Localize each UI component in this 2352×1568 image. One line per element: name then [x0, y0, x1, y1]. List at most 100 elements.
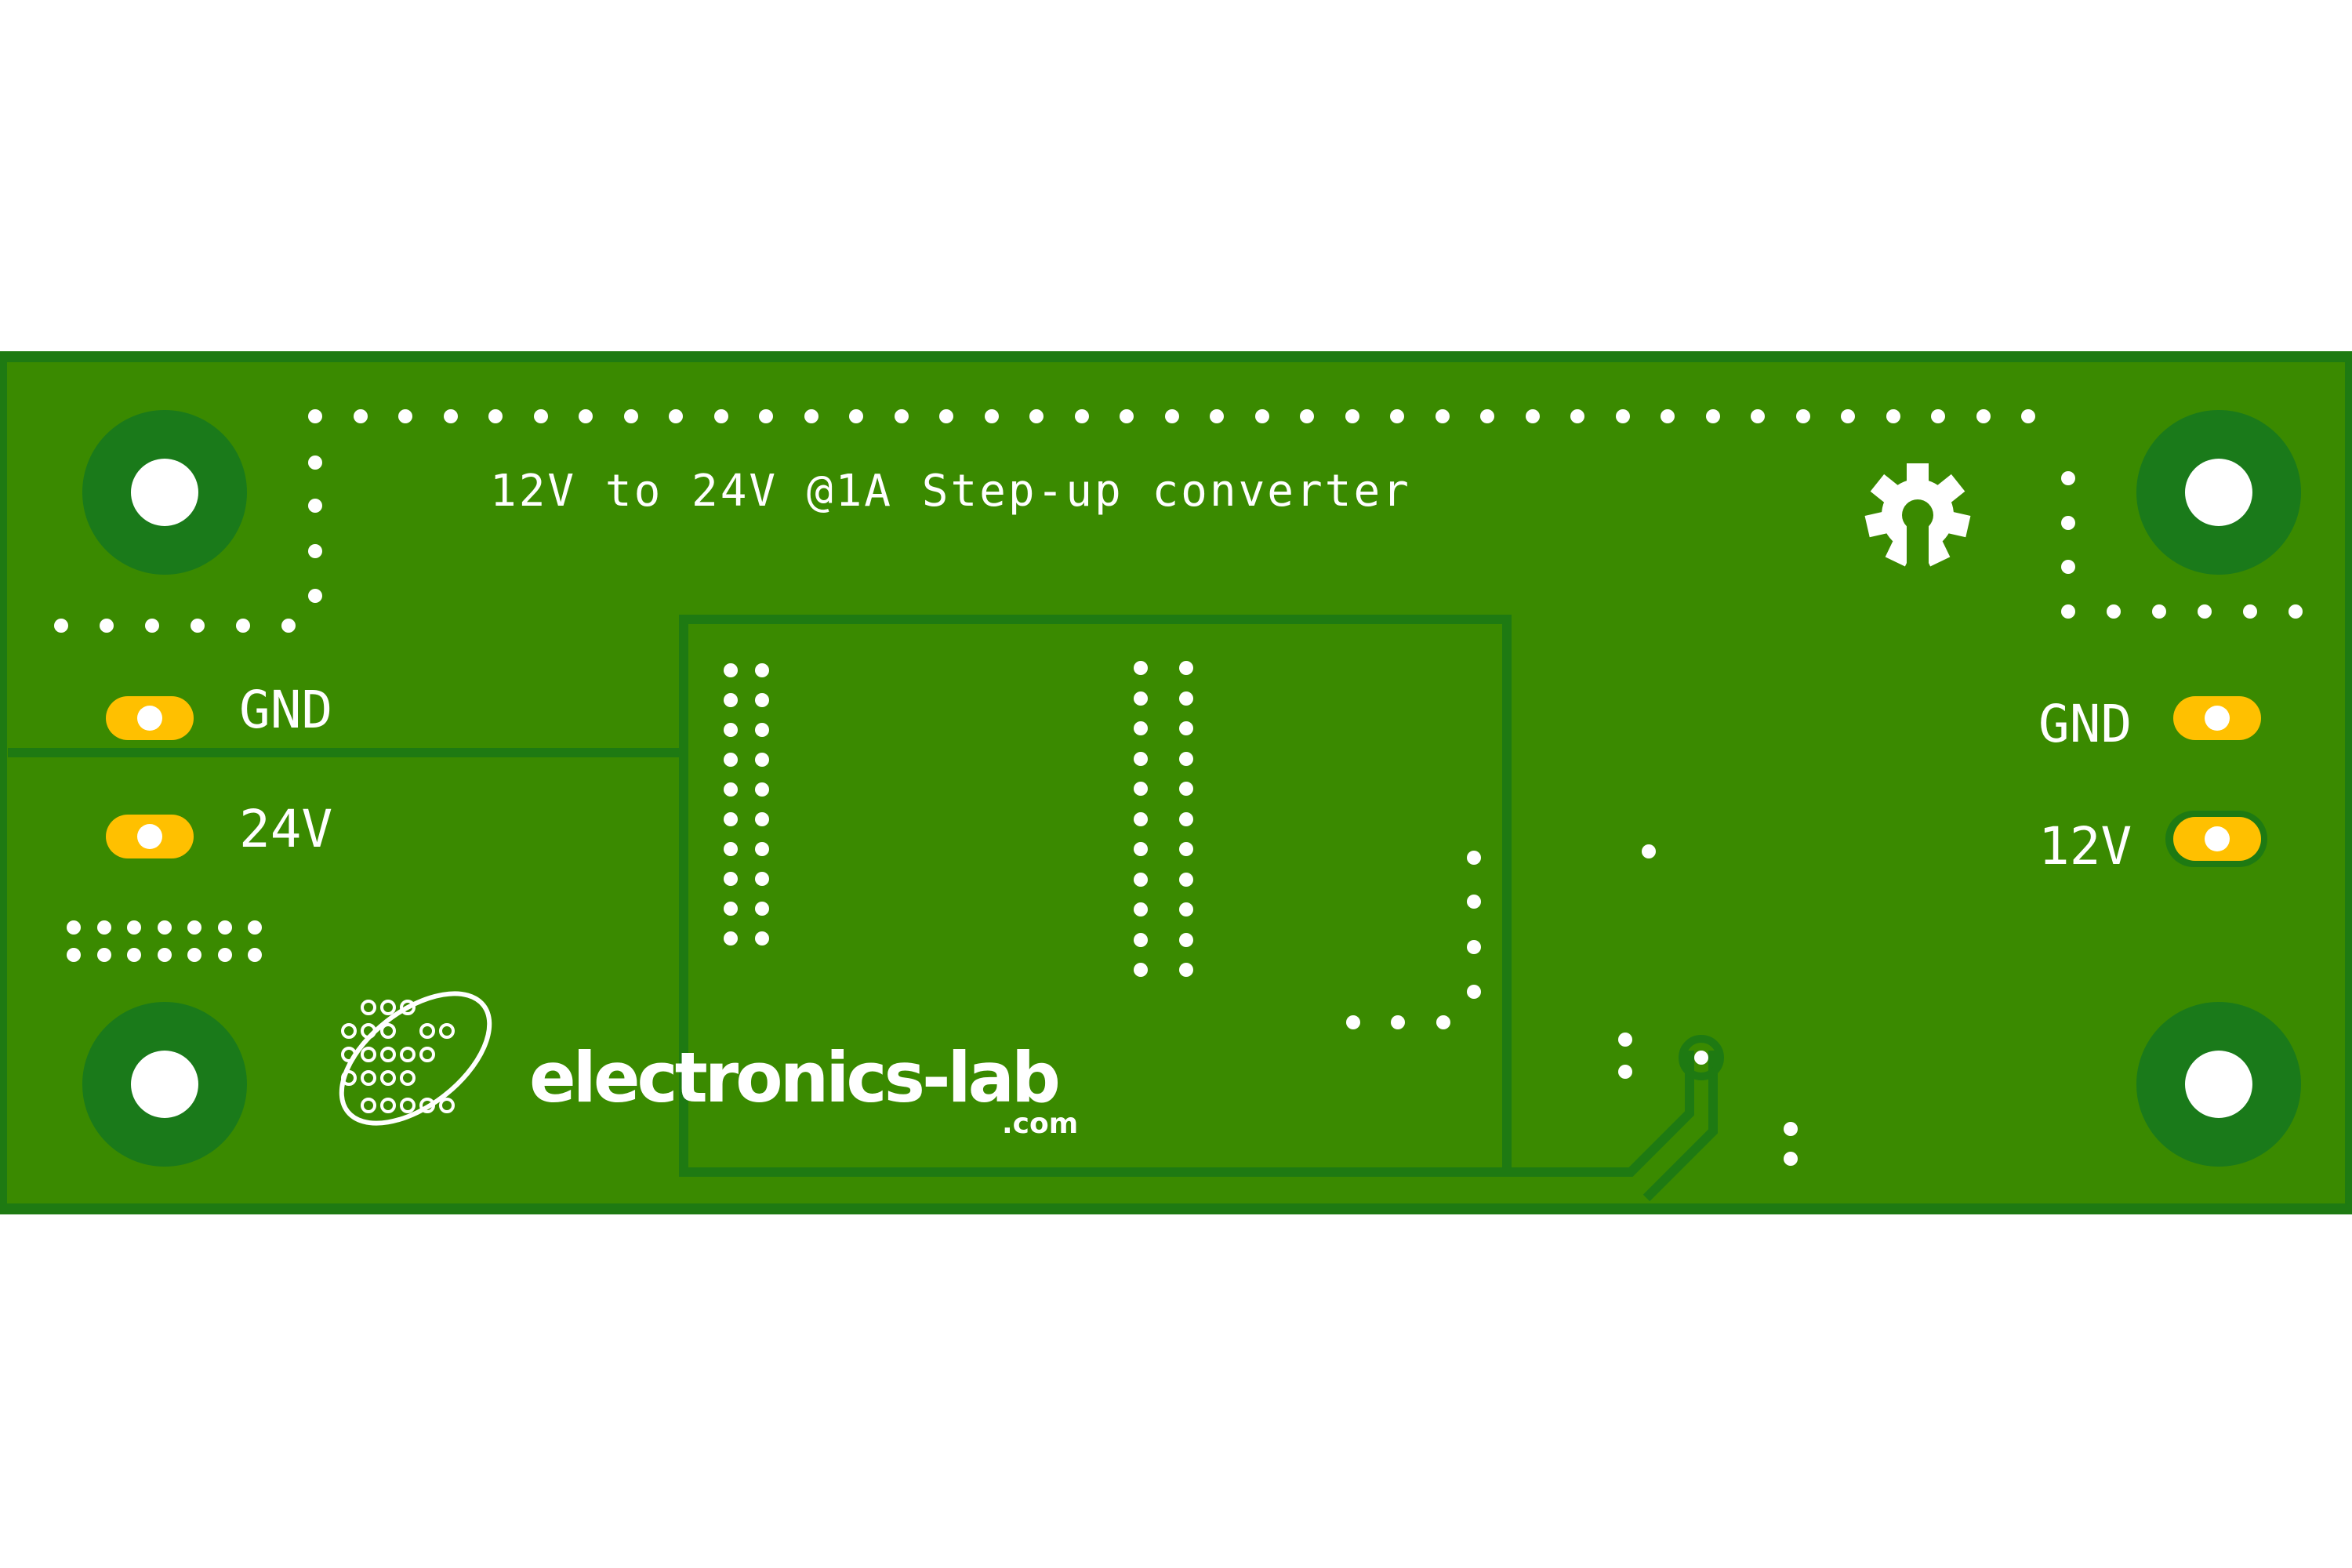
via: [724, 753, 738, 767]
via: [724, 931, 738, 946]
via: [2288, 604, 2303, 619]
via: [1618, 1065, 1632, 1079]
via: [1179, 873, 1193, 887]
via: [248, 948, 262, 962]
via: [1706, 409, 1720, 423]
via: [308, 499, 322, 513]
pcb-trace-2: [1642, 1051, 1718, 1202]
pcb-board: [0, 351, 2352, 1214]
via: [755, 782, 769, 797]
connector-pad-right-12v[interactable]: [2165, 811, 2267, 867]
via: [755, 753, 769, 767]
via: [2061, 604, 2075, 619]
via: [488, 409, 503, 423]
via: [1931, 409, 1945, 423]
via: [1570, 409, 1584, 423]
via: [624, 409, 638, 423]
logo-suffix: .com: [1002, 1108, 1078, 1140]
via: [1436, 1015, 1450, 1029]
via: [755, 723, 769, 737]
via: [1134, 721, 1148, 735]
via: [308, 589, 322, 603]
via: [1661, 409, 1675, 423]
via: [1179, 812, 1193, 826]
via: [1616, 409, 1630, 423]
via: [755, 872, 769, 886]
via: [1467, 940, 1481, 954]
via: [2243, 604, 2257, 619]
via: [724, 723, 738, 737]
via: [579, 409, 593, 423]
via: [54, 619, 68, 633]
via: [849, 409, 863, 423]
pcb-trace: [1507, 1051, 1694, 1177]
via: [1784, 1122, 1798, 1136]
via: [191, 619, 205, 633]
via: [67, 948, 81, 962]
via: [755, 842, 769, 856]
mounting-hole: [2136, 410, 2301, 575]
via: [100, 619, 114, 633]
via: [1165, 409, 1179, 423]
via: [1618, 1033, 1632, 1047]
via: [2107, 604, 2121, 619]
via: [1179, 661, 1193, 675]
via: [1751, 409, 1765, 423]
mounting-hole: [82, 1002, 247, 1167]
via: [755, 812, 769, 826]
via: [759, 409, 773, 423]
via: [158, 920, 172, 935]
via: [1179, 782, 1193, 796]
via: [1134, 812, 1148, 826]
via: [1120, 409, 1134, 423]
via: [1134, 842, 1148, 856]
via: [97, 948, 111, 962]
via: [97, 920, 111, 935]
via: [2061, 516, 2075, 530]
via: [724, 872, 738, 886]
via: [1345, 409, 1359, 423]
via: [1467, 851, 1481, 865]
via: [755, 693, 769, 707]
connector-pad-right-gnd[interactable]: [2173, 696, 2261, 740]
via: [127, 948, 141, 962]
via: [398, 409, 412, 423]
via: [1179, 933, 1193, 947]
via: [1134, 902, 1148, 916]
via: [127, 920, 141, 935]
board-title: 12V to 24V @1A Step-up converter: [490, 466, 1411, 517]
via: [248, 920, 262, 935]
via: [218, 920, 232, 935]
connector-pad-left-gnd[interactable]: [106, 696, 194, 740]
via: [1467, 895, 1481, 909]
via: [2198, 604, 2212, 619]
via: [187, 948, 201, 962]
connector-pad-left-24v[interactable]: [106, 815, 194, 858]
via: [1134, 782, 1148, 796]
via: [145, 619, 159, 633]
via: [1179, 963, 1193, 977]
via: [985, 409, 999, 423]
via: [1642, 844, 1656, 858]
via: [281, 619, 296, 633]
via: [308, 544, 322, 558]
logo-text: electronics-lab: [529, 1037, 1058, 1118]
mounting-hole: [2136, 1002, 2301, 1167]
via: [1526, 409, 1540, 423]
via: [1029, 409, 1044, 423]
via: [724, 663, 738, 677]
via: [1436, 409, 1450, 423]
via: [2021, 409, 2035, 423]
via: [2061, 471, 2075, 485]
via-array: [54, 409, 2303, 1166]
via: [1346, 1015, 1360, 1029]
component-region: [679, 615, 1512, 1177]
via: [1075, 409, 1089, 423]
via: [724, 812, 738, 826]
via: [1255, 409, 1269, 423]
via: [1134, 933, 1148, 947]
via: [939, 409, 953, 423]
via: [1134, 963, 1148, 977]
mounting-hole: [82, 410, 247, 575]
